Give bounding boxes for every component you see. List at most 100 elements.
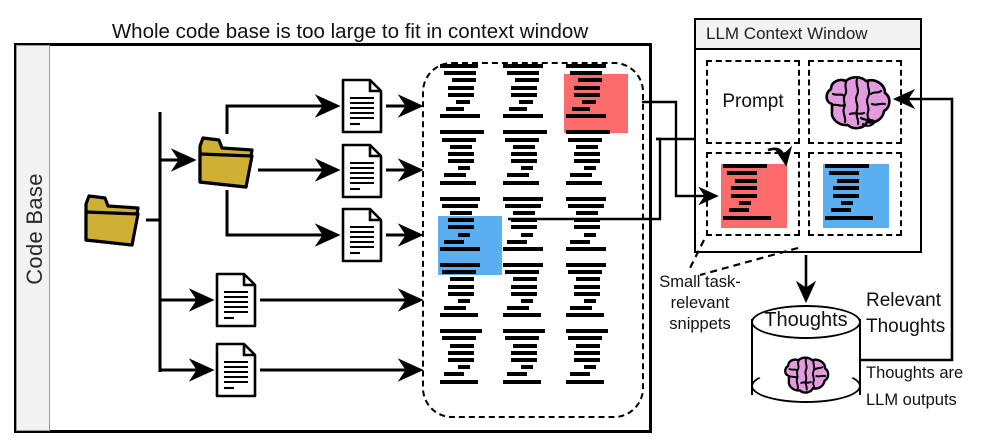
code-cluster: [422, 62, 644, 418]
code-line: [503, 329, 545, 334]
code-line: [507, 173, 529, 178]
code-line: [440, 262, 480, 267]
code-line: [448, 358, 474, 362]
code-line: [568, 203, 604, 208]
code-line: [511, 350, 537, 355]
code-line: [505, 137, 539, 142]
code-line: [570, 71, 602, 76]
code-line: [507, 306, 529, 311]
code-line: [576, 343, 600, 348]
code-line: [513, 343, 537, 348]
context-cell-red-snippet[interactable]: [706, 152, 800, 236]
code-line: [574, 85, 600, 90]
brain-icon: [819, 74, 895, 139]
outputs-line-1: Thoughts are: [866, 364, 964, 382]
code-line: [511, 159, 537, 164]
code-line: [440, 313, 478, 318]
code-block: [501, 262, 563, 318]
code-line: [513, 211, 535, 215]
code-line: [568, 270, 602, 275]
document-icon-3[interactable]: [340, 207, 384, 268]
code-line: [574, 358, 600, 362]
code-line: [519, 99, 533, 104]
code-line: [511, 284, 537, 289]
brain-icon-small: [780, 355, 832, 402]
code-line: [440, 196, 480, 201]
code-line: [513, 144, 535, 149]
code-line: [574, 92, 600, 97]
code-line: [503, 180, 539, 185]
code-line: [566, 180, 602, 185]
cylinder-bottom: [751, 369, 861, 403]
code-line: [511, 85, 537, 90]
code-column-1: [438, 64, 500, 396]
relevant-thoughts-annotation: Relevant Thoughts: [866, 288, 978, 340]
code-line: [458, 365, 470, 370]
code-line: [505, 336, 539, 341]
code-line: [584, 166, 596, 171]
blue-snippet-block: [823, 164, 889, 228]
code-line: [566, 329, 608, 334]
code-highlight-red[interactable]: [564, 74, 628, 133]
code-line: [568, 336, 602, 341]
code-line: [503, 313, 541, 318]
page-title: Whole code base is too large to fit in c…: [111, 20, 589, 43]
folder-icon-sub[interactable]: [196, 134, 258, 195]
code-line: [576, 277, 600, 282]
code-column-3: [564, 64, 626, 396]
code-line: [574, 291, 600, 296]
code-block: [438, 64, 500, 119]
code-block: [501, 196, 563, 251]
code-line: [440, 246, 480, 251]
document-icon-4[interactable]: [214, 272, 258, 333]
code-line: [456, 99, 470, 104]
relevant-line-2: Thoughts: [866, 316, 946, 337]
snippets-line-1: Small task-: [659, 273, 741, 291]
prompt-label: Prompt: [722, 91, 784, 112]
thoughts-store[interactable]: Thoughts: [751, 305, 861, 409]
snippets-line-2: relevant: [670, 294, 730, 312]
code-line: [511, 291, 537, 296]
code-line: [572, 107, 590, 112]
code-line: [570, 372, 590, 377]
thoughts-label: Thoughts: [764, 309, 848, 331]
code-block: [564, 64, 626, 119]
code-line: [574, 151, 600, 156]
code-line: [566, 246, 606, 251]
code-line: [513, 277, 537, 282]
code-line: [566, 196, 606, 201]
code-line: [458, 298, 470, 303]
snippets-annotation: Small task- relevant snippets: [654, 272, 746, 335]
code-line: [503, 114, 543, 119]
code-line: [503, 246, 543, 251]
context-cell-brain[interactable]: [808, 60, 902, 144]
code-line: [440, 379, 478, 384]
code-line: [448, 225, 474, 230]
code-line: [440, 329, 482, 334]
code-line: [442, 203, 478, 208]
llm-context-window: LLM Context Window Prompt: [694, 18, 922, 253]
code-block: [564, 329, 626, 384]
code-line: [458, 232, 470, 237]
document-icon-2[interactable]: [340, 143, 384, 204]
context-cell-prompt[interactable]: Prompt: [706, 60, 800, 144]
document-icon-1[interactable]: [340, 78, 384, 139]
code-line: [566, 130, 610, 135]
code-line: [503, 262, 543, 267]
code-line: [440, 180, 476, 185]
code-block: [438, 262, 500, 318]
code-line: [442, 336, 476, 341]
code-block: [501, 130, 563, 185]
code-line: [566, 379, 604, 384]
code-line: [448, 85, 474, 90]
context-cell-blue-snippet[interactable]: [808, 152, 902, 236]
code-line: [458, 166, 470, 171]
code-line: [448, 284, 474, 289]
code-line: [511, 92, 537, 97]
folder-icon-root[interactable]: [82, 192, 144, 253]
code-line: [511, 225, 537, 230]
document-icon-5[interactable]: [214, 342, 258, 403]
code-line: [450, 211, 472, 215]
code-line: [450, 277, 474, 282]
